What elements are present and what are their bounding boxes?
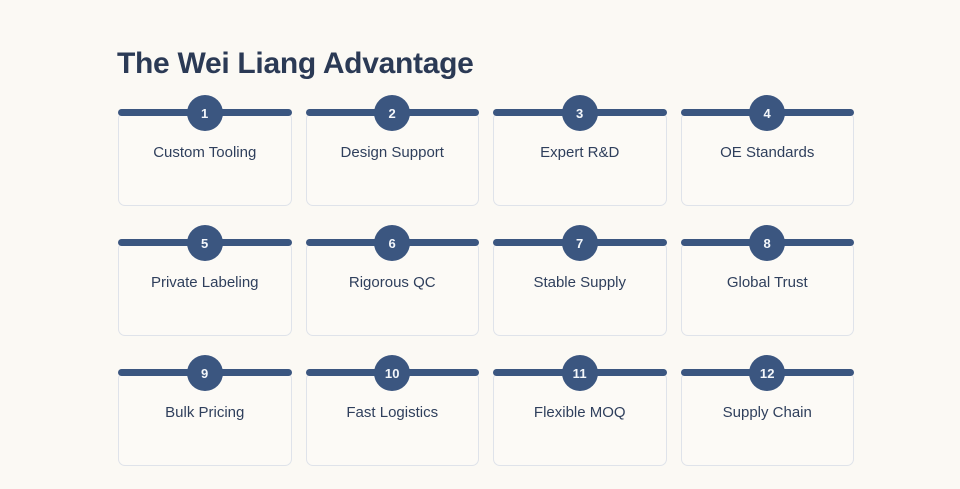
card-label: Expert R&D — [540, 144, 620, 161]
card-number-badge: 12 — [749, 355, 786, 391]
card-label: Private Labeling — [150, 274, 259, 291]
advantage-card[interactable]: 1 Custom Tooling — [118, 95, 292, 206]
card-label: Global Trust — [726, 274, 808, 291]
advantage-card-grid: 1 Custom Tooling 2 Design Support 3 Expe… — [118, 95, 854, 466]
card-number-badge: 10 — [374, 355, 411, 391]
card-number-badge: 4 — [749, 95, 786, 131]
card-number-badge: 9 — [186, 355, 223, 391]
advantage-card[interactable]: 9 Bulk Pricing — [118, 355, 292, 466]
advantage-card[interactable]: 5 Private Labeling — [118, 225, 292, 336]
card-label: Fast Logistics — [346, 404, 439, 421]
advantage-card[interactable]: 8 Global Trust — [680, 225, 854, 336]
advantage-card[interactable]: 3 Expert R&D — [493, 95, 667, 206]
card-number-badge: 11 — [561, 355, 598, 391]
card-label: Bulk Pricing — [165, 404, 245, 421]
card-number-badge: 7 — [561, 225, 598, 261]
card-label: Design Support — [340, 144, 444, 161]
advantage-card[interactable]: 6 Rigorous QC — [305, 225, 479, 336]
advantage-card[interactable]: 10 Fast Logistics — [305, 355, 479, 466]
advantage-card[interactable]: 4 OE Standards — [680, 95, 854, 206]
advantage-card[interactable]: 12 Supply Chain — [680, 355, 854, 466]
card-number-badge: 5 — [186, 225, 223, 261]
advantage-card[interactable]: 11 Flexible MOQ — [493, 355, 667, 466]
card-label: OE Standards — [720, 144, 815, 161]
card-number-badge: 8 — [749, 225, 786, 261]
card-number-badge: 1 — [186, 95, 223, 131]
card-label: Supply Chain — [722, 404, 812, 421]
card-number-badge: 6 — [374, 225, 411, 261]
card-label: Custom Tooling — [153, 144, 257, 161]
advantage-card[interactable]: 7 Stable Supply — [493, 225, 667, 336]
card-label: Rigorous QC — [348, 274, 436, 291]
card-label: Stable Supply — [533, 274, 627, 291]
page-title: The Wei Liang Advantage — [117, 47, 474, 81]
advantage-card[interactable]: 2 Design Support — [305, 95, 479, 206]
card-number-badge: 2 — [374, 95, 411, 131]
card-number-badge: 3 — [561, 95, 598, 131]
card-label: Flexible MOQ — [533, 404, 626, 421]
